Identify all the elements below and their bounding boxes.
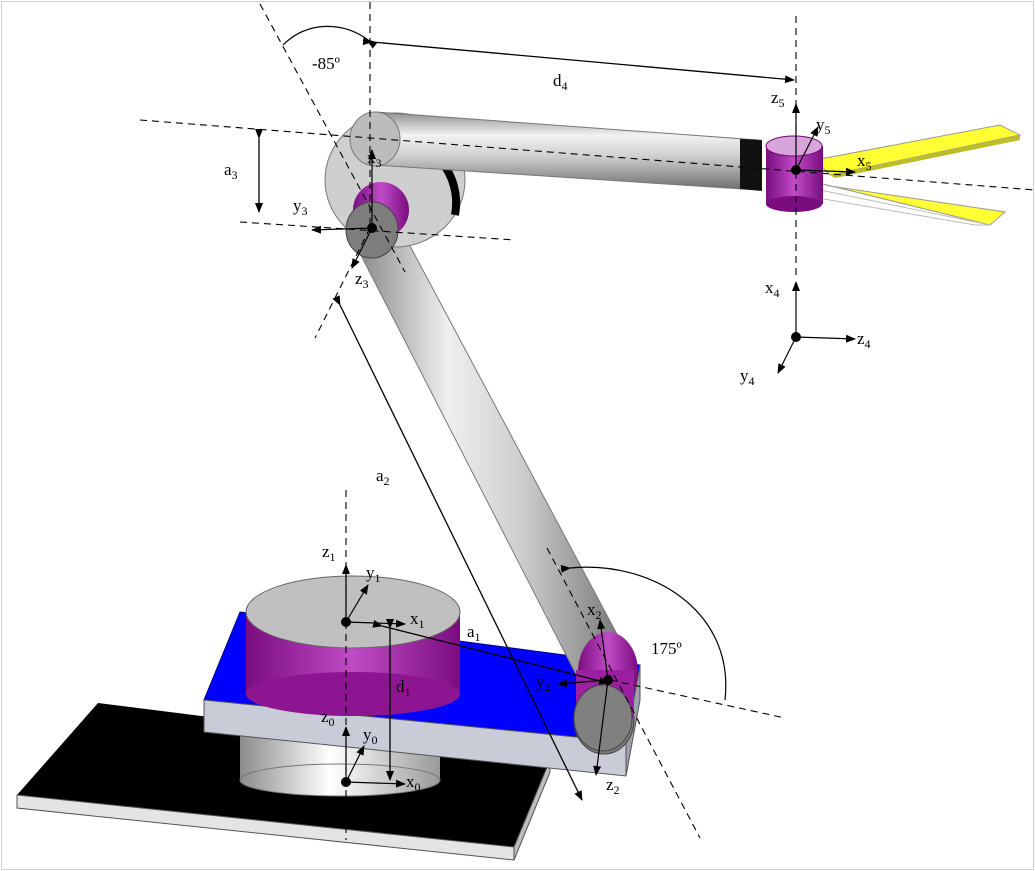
label-y0: y0	[363, 725, 378, 747]
label-z4: z4	[857, 329, 871, 351]
frame-0-origin-icon	[341, 777, 351, 787]
label-z2: z2	[606, 775, 620, 797]
label-d1: d1	[396, 677, 411, 699]
label-x0: x0	[406, 772, 421, 794]
frame-3-origin-icon	[367, 223, 377, 233]
label-y2: y2	[536, 672, 551, 694]
label-x2: x2	[587, 600, 602, 622]
labels: -85º 175º d4 z5 y5 x5 a3 y3 x3 z3 x4 z4 …	[224, 54, 872, 797]
frame-2-origin-icon	[603, 675, 613, 685]
label-a3: a3	[224, 160, 238, 182]
frame-5-origin-icon	[791, 165, 801, 175]
label-y5: y5	[816, 115, 831, 137]
frame-0	[341, 726, 406, 788]
upper-arm	[349, 111, 762, 191]
label-z3: z3	[355, 269, 369, 291]
angle-arcs	[282, 25, 727, 701]
frame-1-origin-icon	[341, 617, 351, 627]
frame-5	[791, 103, 856, 176]
dimension-arrows	[255, 37, 795, 801]
label-x1: x1	[410, 609, 425, 631]
label-y1: y1	[366, 563, 381, 585]
frame-4-origin-icon	[791, 332, 801, 342]
label-y3: y3	[293, 196, 308, 218]
turret-cylinder	[245, 575, 461, 716]
label-z1: z1	[322, 542, 336, 564]
label-x3: x3	[367, 148, 382, 170]
label-a2: a2	[376, 466, 390, 488]
label-a1: a1	[467, 622, 481, 644]
label-d4: d4	[553, 71, 568, 93]
label-z5: z5	[771, 88, 785, 110]
frame-2	[557, 619, 613, 776]
label-y4: y4	[740, 366, 755, 388]
wrist-joint	[765, 135, 823, 212]
label-x4: x4	[765, 278, 780, 300]
label-x5: x5	[857, 151, 872, 173]
label-z0: z0	[321, 707, 335, 729]
angle-top-label: -85º	[312, 54, 340, 73]
frame-3	[311, 149, 377, 269]
angle-bottom-label: 175º	[651, 639, 682, 658]
frame-4	[777, 281, 856, 374]
gripper	[813, 124, 1022, 226]
frame-1	[341, 564, 406, 628]
